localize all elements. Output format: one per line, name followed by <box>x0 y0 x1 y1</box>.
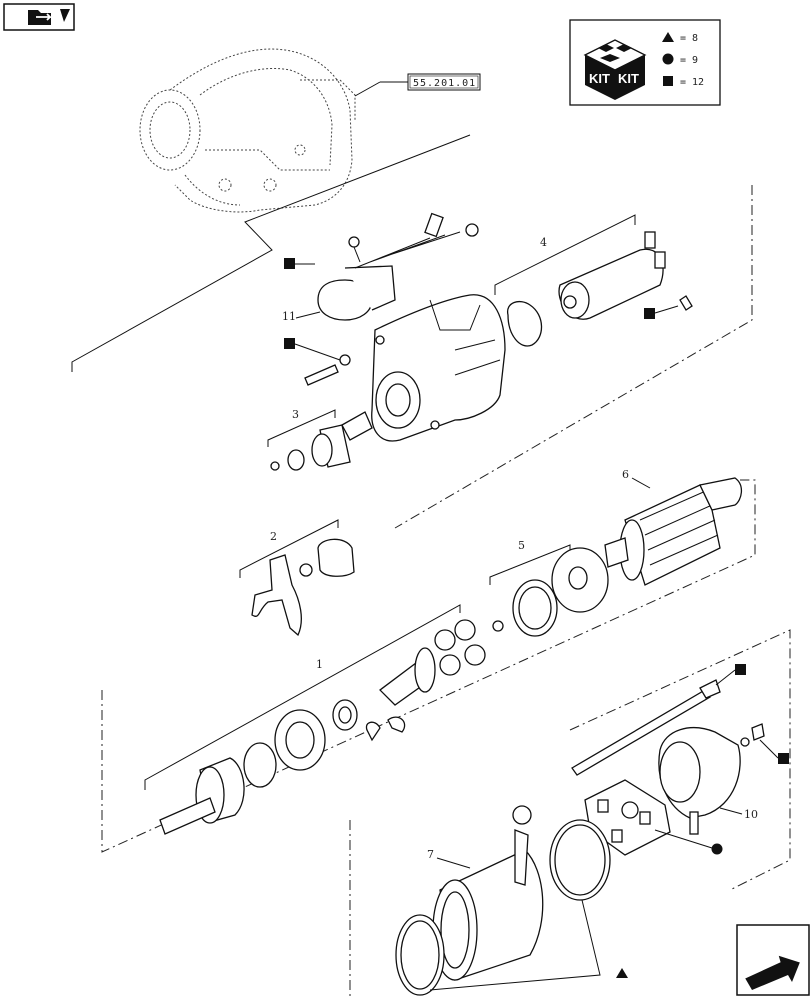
cover-plate-part <box>492 547 609 637</box>
kit-legend: KIT KIT = 8 = 9 = 12 <box>569 19 721 106</box>
triangle-leader <box>429 899 601 991</box>
legend-circle-text: = 9 <box>680 55 698 66</box>
kit-triangle-marker <box>616 968 628 978</box>
kit-square-marker <box>778 753 789 764</box>
bracket-4 <box>494 214 636 295</box>
brush-holder-part <box>584 779 671 856</box>
armature-part <box>604 477 743 586</box>
callout-7: 7 <box>427 848 434 861</box>
triangle-symbol-icon <box>662 32 674 42</box>
solenoid-part <box>507 231 693 347</box>
kit-square-marker <box>735 664 746 675</box>
pinion-group-part <box>270 411 373 471</box>
circle-symbol-icon <box>662 53 674 65</box>
folder-arrow-icon[interactable] <box>3 3 75 31</box>
kit-box-icon: KIT KIT <box>583 39 647 100</box>
kit-label-left: KIT <box>589 71 610 86</box>
callout-10: 10 <box>744 808 758 821</box>
callout-1: 1 <box>316 658 323 671</box>
group-outline-lower <box>349 629 791 1000</box>
shift-lever-part <box>251 538 355 637</box>
end-frame-part <box>658 727 741 835</box>
callout-5: 5 <box>518 539 525 552</box>
kit-label-right: KIT <box>618 71 639 86</box>
group-outline-upper <box>394 185 753 529</box>
callout-11: 11 <box>282 310 296 323</box>
kit-square-marker <box>284 258 295 269</box>
group-outline-middle <box>101 479 756 853</box>
drive-housing-part <box>371 294 506 442</box>
planetary-gear-part <box>159 619 486 835</box>
group-divider-line <box>71 134 471 372</box>
kit-square-marker <box>644 308 655 319</box>
callout-6: 6 <box>622 468 629 481</box>
legend-triangle-text: = 8 <box>680 33 698 44</box>
callout-4: 4 <box>540 236 547 249</box>
o-ring-part <box>395 819 611 996</box>
through-bolt-part <box>571 679 721 776</box>
bolt-part <box>304 354 351 386</box>
callout-2: 2 <box>270 530 277 543</box>
reference-box[interactable]: 55.201.01 <box>354 73 481 97</box>
reference-text: 55.201.01 <box>413 78 476 89</box>
screw-part <box>740 723 765 747</box>
kit-square-marker <box>284 338 295 349</box>
kit-circle-marker <box>711 843 723 855</box>
legend-square-text: = 12 <box>680 77 704 88</box>
solenoid-harness-part <box>317 212 479 321</box>
square-symbol-icon <box>663 76 673 86</box>
yoke-part <box>432 805 544 981</box>
callout-3: 3 <box>292 408 299 421</box>
bracket-3 <box>267 409 336 447</box>
bracket-1 <box>144 604 461 790</box>
next-page-arrow-icon[interactable] <box>736 924 810 996</box>
bracket-2 <box>239 519 339 578</box>
bracket-5 <box>489 544 571 585</box>
reference-assembly-outline <box>139 48 356 213</box>
